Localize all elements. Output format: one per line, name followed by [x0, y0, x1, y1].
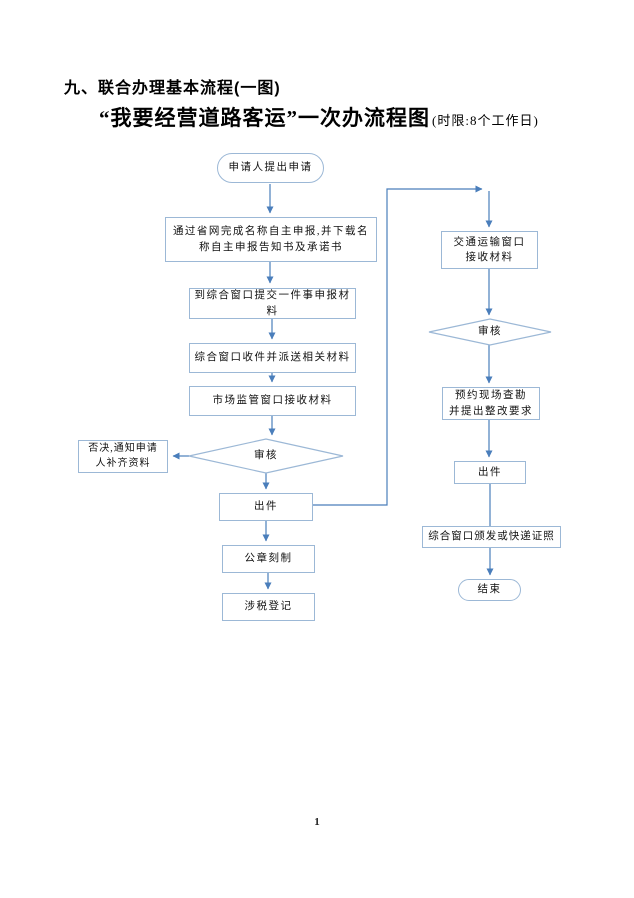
node-start: 申请人提出申请	[217, 153, 324, 183]
node-end: 结束	[458, 579, 521, 601]
section-heading: 九、联合办理基本流程(一图)	[64, 80, 281, 97]
node-license-delivery: 综合窗口颁发或快递证照	[422, 526, 561, 548]
page-number: 1	[314, 816, 320, 828]
node-issue-right: 出件	[454, 461, 526, 484]
flowchart-title-main: “我要经营道路客运”一次办流程图	[99, 106, 430, 130]
node-site-survey: 预约现场查勘 并提出整改要求	[442, 387, 540, 420]
node-review-right-label: 审核	[478, 326, 502, 338]
node-issue-left: 出件	[219, 493, 313, 521]
node-seal-carving: 公章刻制	[222, 545, 315, 573]
node-market-reception: 市场监管窗口接收材料	[189, 386, 356, 416]
node-submit-materials: 到综合窗口提交一件事申报材 料	[189, 288, 356, 319]
flowchart-title: “我要经营道路客运”一次办流程图(时限:8个工作日)	[99, 102, 539, 132]
node-dispatch-materials: 综合窗口收件并派送相关材料	[189, 343, 356, 373]
flowchart-title-note: (时限:8个工作日)	[432, 113, 539, 128]
node-reject-notice: 否决,通知申请 人补齐资料	[78, 440, 168, 473]
node-transport-reception: 交通运输窗口 接收材料	[441, 231, 538, 269]
node-review-left-label: 审核	[254, 450, 278, 462]
node-online-declare: 通过省网完成名称自主申报,并下载名 称自主申报告知书及承诺书	[165, 217, 377, 262]
node-tax-registration: 涉税登记	[222, 593, 315, 621]
